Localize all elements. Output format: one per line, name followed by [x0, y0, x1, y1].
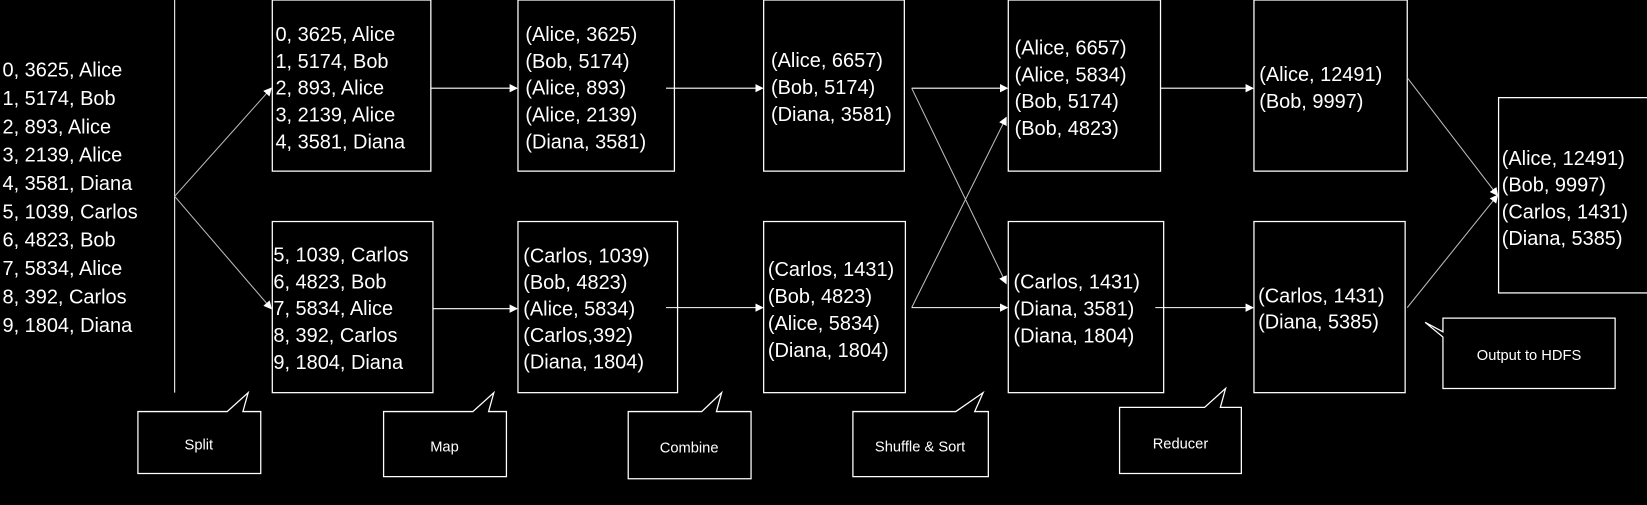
input-line: 6, 4823, Bob [2, 230, 115, 252]
arrow-output-bottom [1406, 194, 1499, 308]
shuffle-box-top [1007, 0, 1162, 172]
arrow-output-top [1406, 77, 1499, 197]
input-line: 7, 5834, Alice [2, 258, 122, 280]
input-line: 8, 392, Carlos [2, 286, 126, 308]
combine-bottom-line: (Alice, 5834) [768, 313, 880, 335]
callout-shuffle-label: Shuffle & Sort [875, 439, 965, 455]
input-line: 0, 3625, Alice [2, 60, 122, 82]
reducer-bottom-line: (Carlos, 1431) [1258, 285, 1384, 307]
shuffle-top-line: (Alice, 5834) [1015, 64, 1127, 86]
callout-reducer-label: Reducer [1153, 436, 1209, 452]
input-line: 4, 3581, Diana [2, 173, 133, 195]
reducer-box-top [1253, 0, 1408, 172]
map-bottom-line: (Diana, 1804) [523, 352, 644, 374]
output-line: (Carlos, 1431) [1502, 201, 1628, 223]
split-bottom-line: 6, 4823, Bob [273, 271, 386, 293]
shuffle-bottom-line: (Carlos, 1431) [1014, 272, 1140, 294]
combine-bottom-line: (Carlos, 1431) [768, 259, 894, 281]
callout-split: Split [137, 390, 262, 475]
map-box-top [517, 0, 676, 172]
shuffle-bottom-line: (Diana, 1804) [1014, 325, 1135, 347]
input-line: 1, 5174, Bob [2, 88, 115, 110]
reducer-top-line: (Bob, 9997) [1259, 91, 1363, 113]
map-top-line: (Diana, 3581) [525, 131, 646, 153]
output-box [1497, 97, 1647, 294]
combine-box-bottom [763, 220, 907, 394]
combine-top-line: (Bob, 5174) [771, 77, 875, 99]
map-bottom-line: (Bob, 4823) [523, 272, 627, 294]
output-line: (Diana, 5385) [1502, 228, 1623, 250]
output-line: (Bob, 9997) [1502, 175, 1606, 197]
map-bottom-line: (Carlos, 1039) [523, 245, 649, 267]
reducer-top-line: (Alice, 12491) [1259, 64, 1382, 86]
flow-arrows [174, 77, 1499, 313]
callout-output-label: Output to HDFS [1477, 348, 1582, 364]
split-top-line: 3, 2139, Alice [275, 105, 395, 127]
combine-bottom-line: (Diana, 1804) [768, 340, 889, 362]
map-bottom-line: (Carlos,392) [523, 325, 633, 347]
arrow-shuffle-top-bottom [911, 87, 1007, 285]
split-bottom-line: 9, 1804, Diana [273, 352, 404, 374]
callout-reducer: Reducer [1118, 386, 1242, 475]
split-box-top [271, 0, 432, 172]
split-top-line: 4, 3581, Diana [275, 131, 406, 153]
combine-top-line: (Alice, 6657) [771, 50, 883, 72]
combine-bottom-line: (Bob, 4823) [768, 286, 872, 308]
arrow-shuffle-bottom-top [911, 116, 1007, 308]
reducer-bottom-line: (Diana, 5385) [1258, 312, 1379, 334]
arrow-split-top [174, 87, 272, 197]
shuffle-box-bottom [1007, 220, 1165, 394]
input-line: 3, 2139, Alice [2, 145, 122, 167]
output-line: (Alice, 12491) [1502, 148, 1625, 170]
input-line: 5, 1039, Carlos [2, 201, 137, 223]
shuffle-top-line: (Bob, 5174) [1015, 91, 1119, 113]
split-bottom-line: 8, 392, Carlos [273, 325, 397, 347]
arrow-split-bottom [174, 195, 272, 310]
split-bottom-line: 7, 5834, Alice [273, 298, 393, 320]
shuffle-top-line: (Bob, 4823) [1015, 118, 1119, 140]
callout-combine: Combine [627, 390, 752, 480]
split-box-bottom [271, 220, 434, 394]
map-box-bottom [517, 220, 679, 394]
callout-map-label: Map [430, 439, 459, 455]
input-line: 9, 1804, Diana [2, 315, 133, 337]
split-top-line: 1, 5174, Bob [275, 51, 388, 73]
callout-output: Output to HDFS [1424, 317, 1616, 390]
callout-split-label: Split [185, 437, 214, 453]
split-bottom-line: 5, 1039, Carlos [273, 244, 408, 266]
map-top-line: (Bob, 5174) [525, 51, 629, 73]
split-top-line: 2, 893, Alice [275, 78, 384, 100]
split-top-line: 0, 3625, Alice [275, 24, 395, 46]
reducer-box-bottom [1253, 220, 1406, 394]
callout-shuffle: Shuffle & Sort [852, 390, 989, 478]
combine-top-line: (Diana, 3581) [771, 104, 892, 126]
map-top-line: (Alice, 2139) [525, 105, 637, 127]
combine-box-top [763, 0, 905, 172]
map-bottom-line: (Alice, 5834) [523, 299, 635, 321]
shuffle-bottom-line: (Diana, 3581) [1014, 298, 1135, 320]
map-top-line: (Alice, 893) [525, 78, 626, 100]
input-line: 2, 893, Alice [2, 116, 111, 138]
shuffle-top-line: (Alice, 6657) [1015, 38, 1127, 60]
callout-combine-label: Combine [660, 441, 719, 457]
callout-map: Map [382, 390, 508, 478]
map-top-line: (Alice, 3625) [525, 24, 637, 46]
